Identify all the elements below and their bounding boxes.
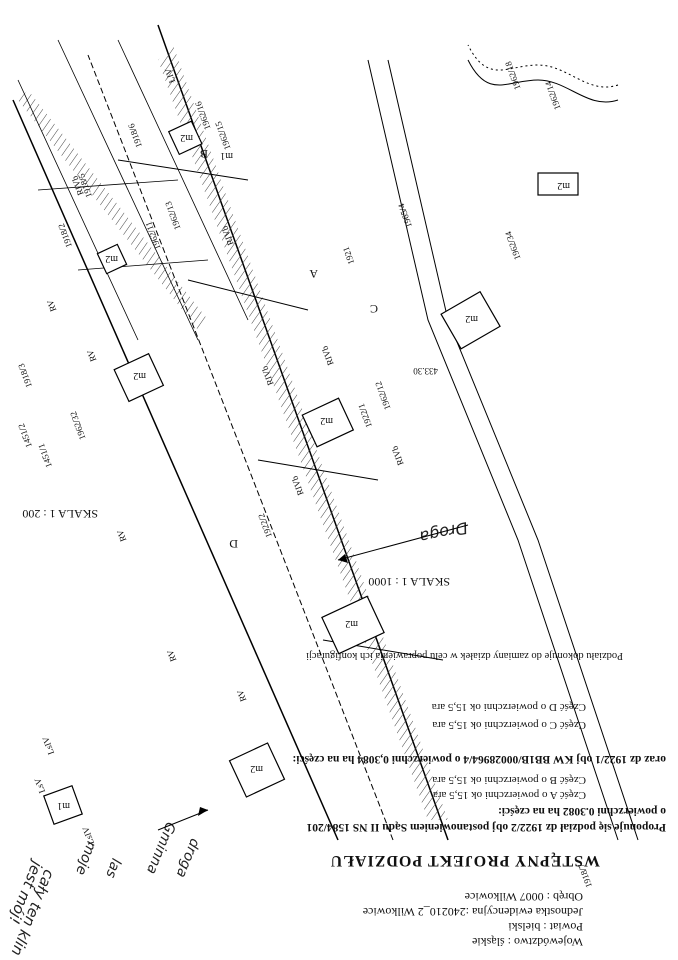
part-label: A	[309, 267, 318, 281]
building-label: m2	[250, 763, 263, 774]
parcel-strip-boundary-east	[12, 99, 339, 841]
stream-curve	[467, 59, 619, 103]
part-label: C	[369, 302, 378, 316]
part-label: D	[229, 537, 238, 551]
building-label: m2	[465, 313, 478, 324]
building-1	[321, 595, 385, 655]
road-boundary-2	[367, 59, 619, 841]
building-label: m1	[57, 800, 70, 811]
building-label: m1	[220, 150, 233, 161]
building-3	[228, 742, 286, 798]
building-6	[537, 172, 579, 196]
building-label: m2	[180, 132, 193, 143]
hatched-wedge-east	[18, 90, 208, 330]
hatched-wedge	[158, 45, 448, 820]
building-label: m2	[557, 180, 570, 191]
building-7	[113, 352, 165, 403]
building-label: m2	[105, 253, 118, 264]
height-label: 433.30	[413, 366, 438, 376]
building-5	[43, 785, 83, 825]
road-boundary	[387, 59, 639, 841]
parcel-division-line	[87, 54, 394, 841]
building-2	[440, 290, 501, 350]
building-8	[167, 120, 203, 156]
building-9	[96, 243, 128, 275]
building-label: m2	[133, 370, 146, 381]
building-label: m2	[320, 415, 333, 426]
building-label: m2	[345, 618, 358, 629]
building-4	[301, 397, 355, 448]
part-label: B	[199, 147, 208, 161]
